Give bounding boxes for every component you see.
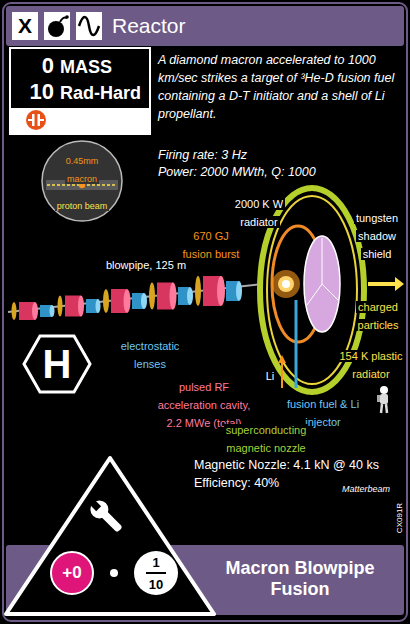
accelerator-stages <box>12 276 243 320</box>
label-text: superconducting magnetic nozzle <box>224 424 309 454</box>
label-text: 0.45mm macron <box>64 156 101 184</box>
text-slot: X <box>13 13 37 38</box>
node-text: 1 <box>152 555 159 570</box>
text-slot: charged particles <box>350 297 406 333</box>
label-text: Efficiency: 40% <box>194 476 279 490</box>
wave-icon <box>79 17 99 35</box>
card-border <box>3 3 407 621</box>
fusion-flash <box>272 270 300 298</box>
card-name: Macron Blowpipe Fusion <box>200 548 400 610</box>
lithium-arrow <box>278 355 286 388</box>
radiator-type-icon <box>26 110 46 130</box>
text-slot: 0.45mm macron <box>54 150 110 186</box>
fraction-bar <box>146 572 166 574</box>
node-text: 0 <box>42 53 54 78</box>
fuel-injector <box>295 300 298 388</box>
text-slot: 154 K plastic radiator <box>336 346 406 382</box>
support-triangle <box>6 458 214 614</box>
text-slot: 1 <box>152 553 159 571</box>
text-slot: Li <box>262 366 278 384</box>
header-bar <box>6 6 404 46</box>
label-text: 2000 K W radiator <box>233 198 285 228</box>
label-text: A diamond macron accelerated to 1000 km/… <box>158 53 394 121</box>
label-text: charged particles <box>356 301 401 331</box>
card-title: Reactor <box>112 14 186 37</box>
node-text: H <box>43 342 72 386</box>
label-text: 154 K plastic radiator <box>338 350 405 380</box>
label-text: 670 GJ fusion burst <box>181 230 242 260</box>
text-slot: Power: 2000 MWth, Q: 1000 <box>158 162 404 180</box>
label-text: Firing rate: 3 Hz <box>158 148 247 162</box>
text-slot: 0 <box>16 53 54 79</box>
text-slot: 670 GJ fusion burst <box>178 226 244 262</box>
icon-box <box>76 12 102 40</box>
icon-box <box>44 12 70 40</box>
stat-box: 0 MASS 10 Rad-Hard <box>10 48 150 108</box>
label-text: Matterbeam <box>342 484 390 494</box>
text-slot: proton beam <box>50 195 114 213</box>
text-slot: Efficiency: 40% <box>194 473 334 491</box>
text-slot: H <box>43 340 72 388</box>
charged-particle-arrow <box>368 277 404 291</box>
hex-shape <box>24 336 90 392</box>
astronaut-scale <box>377 386 388 413</box>
text-slot: 10 <box>16 79 54 105</box>
text-slot: blowpipe, 125 m <box>96 255 196 273</box>
node-text: MASS <box>60 57 112 77</box>
text-slot: electrostatic lenses <box>108 336 192 372</box>
text-slot: MASS <box>60 56 112 78</box>
label-text: Power: 2000 MWth, Q: 1000 <box>158 165 316 179</box>
text-slot: A diamond macron accelerated to 1000 km/… <box>158 50 404 122</box>
node-text: +0 <box>62 563 81 582</box>
label-text: CX091R <box>395 503 404 533</box>
node-text: Macron Blowpipe Fusion <box>225 558 374 599</box>
bonus-circle: +0 <box>50 551 94 595</box>
text-slot: tungsten shadow shield <box>348 208 406 262</box>
text-slot: 10 <box>149 575 163 593</box>
icon-box <box>12 12 38 40</box>
wrench-icon <box>85 495 126 536</box>
text-slot: CX091R <box>388 498 406 538</box>
bomb-icon <box>48 15 69 37</box>
text-slot: Firing rate: 3 Hz <box>158 145 404 163</box>
icon-letter: X <box>18 14 32 37</box>
hex-badge: H <box>22 333 92 395</box>
text-slot: Reactor <box>112 13 312 38</box>
label-text: electrostatic lenses <box>119 340 182 370</box>
label-text: proton beam <box>55 201 110 211</box>
stat-box-ground <box>10 48 150 134</box>
label-text: pulsed RF acceleration cavity, 2.2 MWe (… <box>156 381 253 429</box>
node-text: Rad-Hard <box>60 83 141 103</box>
fraction-circle: 110 <box>134 551 178 595</box>
text-slot: superconducting magnetic nozzle <box>214 420 318 456</box>
label-text: Magnetic Nozzle: 4.1 kN @ 40 ks <box>194 458 379 472</box>
text-slot: Macron Blowpipe Fusion <box>218 558 383 600</box>
text-slot: +0 <box>62 563 81 583</box>
text-slot: Rad-Hard <box>60 82 141 104</box>
stat-strip <box>11 108 149 133</box>
text-slot: pulsed RF acceleration cavity, 2.2 MWe (… <box>148 377 260 431</box>
macron-inset <box>42 141 122 221</box>
label-text: Li <box>264 370 277 382</box>
label-text: tungsten shadow shield <box>354 212 400 260</box>
text-slot: Matterbeam <box>342 478 404 496</box>
node-text: 10 <box>149 577 163 592</box>
text-slot: Magnetic Nozzle: 4.1 kN @ 40 ks <box>194 455 406 473</box>
label-text: blowpipe, 125 m <box>104 259 188 271</box>
node-text: 10 <box>30 79 54 104</box>
text-slot: 2000 K W radiator <box>228 194 290 230</box>
separator-dot <box>110 569 118 577</box>
